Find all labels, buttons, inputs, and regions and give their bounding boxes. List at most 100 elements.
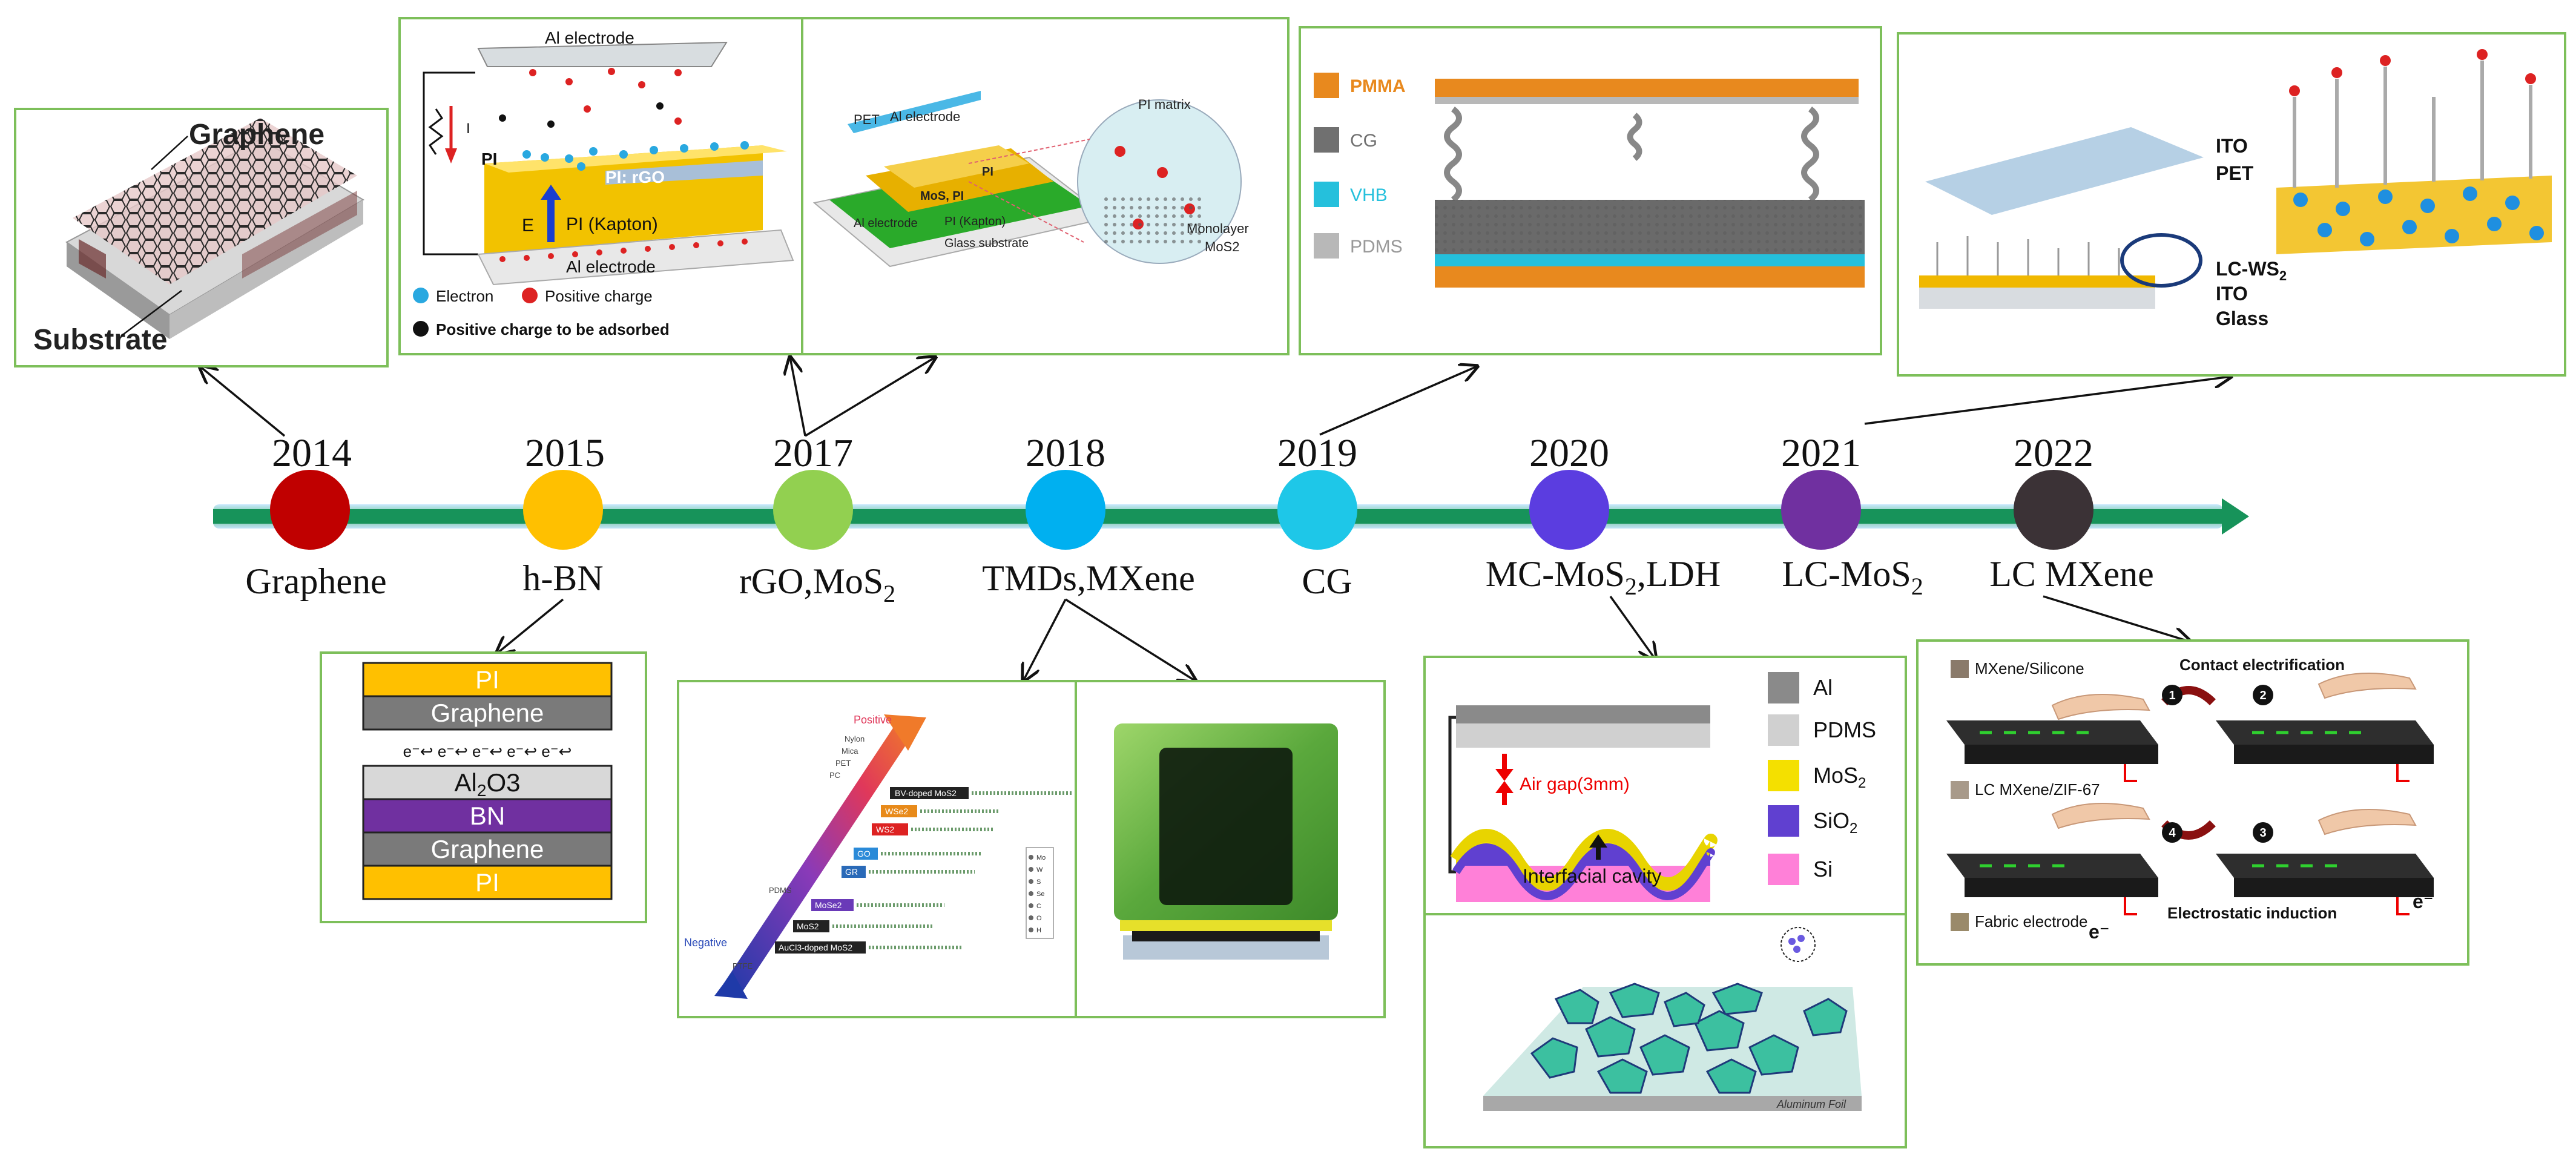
svg-text:BV-doped MoS2: BV-doped MoS2: [895, 788, 957, 798]
svg-text:PET: PET: [835, 759, 851, 768]
year-label-2021: 2021: [1781, 431, 1861, 475]
rgo-top-electrode-label: Al electrode: [545, 28, 634, 47]
material-label-2015: h-BN: [522, 558, 603, 598]
mc-legend-pdms: PDMS: [1813, 717, 1876, 742]
milestone-dot-2014: [270, 470, 350, 550]
tmds-negative-label: Negative: [684, 937, 727, 949]
panel-rgo: Al electrode I PI PI: rGO E PI (Kapton) …: [398, 17, 803, 355]
ldh-foil-label: Aluminum Foil: [1776, 1098, 1846, 1110]
lcm-label-contact: Contact electrification: [2179, 656, 2345, 674]
mc-legend-si: Si: [1813, 857, 1833, 881]
mos2-monolayer-compound: MoS2: [1205, 239, 1239, 254]
lcm-label-mxene-silicone: MXene/Silicone: [1975, 659, 2084, 677]
year-label-2022: 2022: [2014, 431, 2093, 475]
svg-text:Mica: Mica: [842, 746, 858, 756]
mc-legend-mos2: MoS2: [1813, 763, 1866, 791]
panel-mos2: PET Al electrode PI MoS, PI PI (Kapton) …: [801, 17, 1290, 355]
svg-text:O: O: [1036, 915, 1042, 922]
hbn-layer-4: BN: [470, 802, 505, 830]
lcws2-ito-top: ITO: [2216, 135, 2248, 157]
timeline-bar: [213, 498, 2249, 535]
cg-legend-pdms: PDMS: [1350, 237, 1403, 257]
lcm-slab-1: [1946, 720, 2158, 764]
svg-text:AuCl3-doped MoS2: AuCl3-doped MoS2: [779, 943, 852, 952]
mc-airgap-label: Air gap(3mm): [1520, 774, 1630, 794]
hbn-charges: e⁻↩ e⁻↩ e⁻↩ e⁻↩ e⁻↩: [403, 742, 572, 760]
tmds-positive-label: Positive: [854, 714, 892, 726]
rgo-layer-label: PI: rGO: [605, 168, 665, 186]
material-label-2014: Graphene: [245, 561, 386, 601]
lcm-label-fabric: Fabric electrode: [1975, 912, 2087, 931]
rgo-kapton-label: PI (Kapton): [566, 214, 658, 234]
lcm-slab-4: [2216, 854, 2434, 897]
panel-lc-ws2: ITO PET LC-WS2 ITO Glass: [1897, 32, 2566, 377]
panel-tmds: Positive Negative BV-doped MoS2 WSe2 WS2…: [677, 680, 1077, 1018]
lcws2-pet: PET: [2216, 162, 2254, 184]
rgo-e-label: E: [522, 216, 534, 236]
connector-arrows: [200, 357, 2231, 681]
rgo-legend-adsorbed: Positive charge to be adsorbed: [436, 320, 670, 338]
mos2-kapton-label: PI (Kapton): [944, 215, 1006, 228]
mc-cavity-label: Interfacial cavity: [1523, 865, 1661, 887]
mos2-mos2pi-label: MoS, PI: [920, 189, 964, 203]
lcm-slab-3: [1946, 854, 2158, 897]
svg-text:GO: GO: [857, 849, 871, 858]
material-label-2019: CG: [1302, 561, 1352, 601]
hbn-layer-6: PI: [475, 868, 499, 897]
panel-mxene-device: [1075, 680, 1386, 1018]
lcm-step-4: 4: [2169, 826, 2176, 840]
svg-text:GR: GR: [845, 867, 858, 877]
year-label-2020: 2020: [1529, 431, 1609, 475]
rgo-legend-electron: Electron: [436, 287, 493, 305]
rgo-bottom-electrode-label: Al electrode: [566, 257, 656, 276]
hbn-layer-3: Al2O3: [455, 768, 521, 800]
year-label-2014: 2014: [272, 431, 352, 475]
lcws2-lc-label: LC-WS2: [2216, 258, 2287, 283]
material-label-2021: LC-MoS2: [1782, 554, 1923, 600]
rgo-legend-positive: Positive charge: [545, 287, 653, 305]
graphene-panel-label-bottom: Substrate: [33, 324, 167, 356]
svg-text:MoSe2: MoSe2: [815, 900, 842, 910]
mc-legend-al: Al: [1813, 675, 1833, 700]
milestone-dot-2018: [1026, 470, 1105, 550]
lcm-step-2: 2: [2259, 689, 2266, 702]
cg-legend-cg: CG: [1350, 131, 1377, 151]
rgo-pi-label: PI: [481, 150, 497, 168]
svg-text:I: I: [466, 120, 470, 137]
svg-text:WSe2: WSe2: [885, 806, 908, 816]
mos2-pi-label: PI: [982, 165, 993, 179]
svg-text:PC: PC: [829, 771, 840, 780]
milestone-dot-2019: [1277, 470, 1357, 550]
milestone-dot-2021: [1781, 470, 1861, 550]
mos2-matrix-label: PI matrix: [1138, 97, 1191, 112]
svg-text:W: W: [1036, 866, 1043, 874]
svg-text:PTFE: PTFE: [733, 961, 753, 970]
svg-text:S: S: [1036, 878, 1041, 886]
lcm-label-zif: LC MXene/ZIF-67: [1975, 780, 2100, 799]
svg-text:MoS2: MoS2: [797, 921, 819, 931]
hbn-layer-2: Graphene: [431, 699, 544, 727]
year-label-2018: 2018: [1026, 431, 1105, 475]
panel-hbn: PI Graphene e⁻↩ e⁻↩ e⁻↩ e⁻↩ e⁻↩ Al2O3 BN…: [320, 651, 647, 923]
year-label-2015: 2015: [525, 431, 605, 475]
year-label-2019: 2019: [1277, 431, 1357, 475]
panel-cg: PMMA CG VHB PDMS: [1299, 26, 1882, 355]
material-label-2020: MC-MoS2,LDH: [1486, 554, 1721, 600]
svg-text:H: H: [1036, 927, 1041, 934]
cg-legend-pmma: PMMA: [1350, 76, 1406, 96]
lcm-electron-right: e⁻: [2413, 891, 2434, 912]
milestone-dot-2017: [773, 470, 853, 550]
panel-mc-mos2: Air gap(3mm) Interfacial cavity Al PDMS …: [1423, 656, 1907, 915]
svg-text:Nylon: Nylon: [845, 734, 865, 743]
mos2-al-top-label: Al electrode: [890, 109, 960, 124]
mc-legend-sio2: SiO2: [1813, 808, 1857, 837]
mos2-pet-label: PET: [854, 112, 880, 127]
lcm-step-1: 1: [2169, 689, 2175, 702]
graphene-panel-label-top: Graphene: [189, 119, 324, 151]
lcm-step-3: 3: [2259, 826, 2266, 840]
svg-text:C: C: [1036, 903, 1041, 910]
lcm-slab-2: [2216, 720, 2434, 764]
mos2-monolayer-label: Monolayer: [1187, 221, 1249, 236]
